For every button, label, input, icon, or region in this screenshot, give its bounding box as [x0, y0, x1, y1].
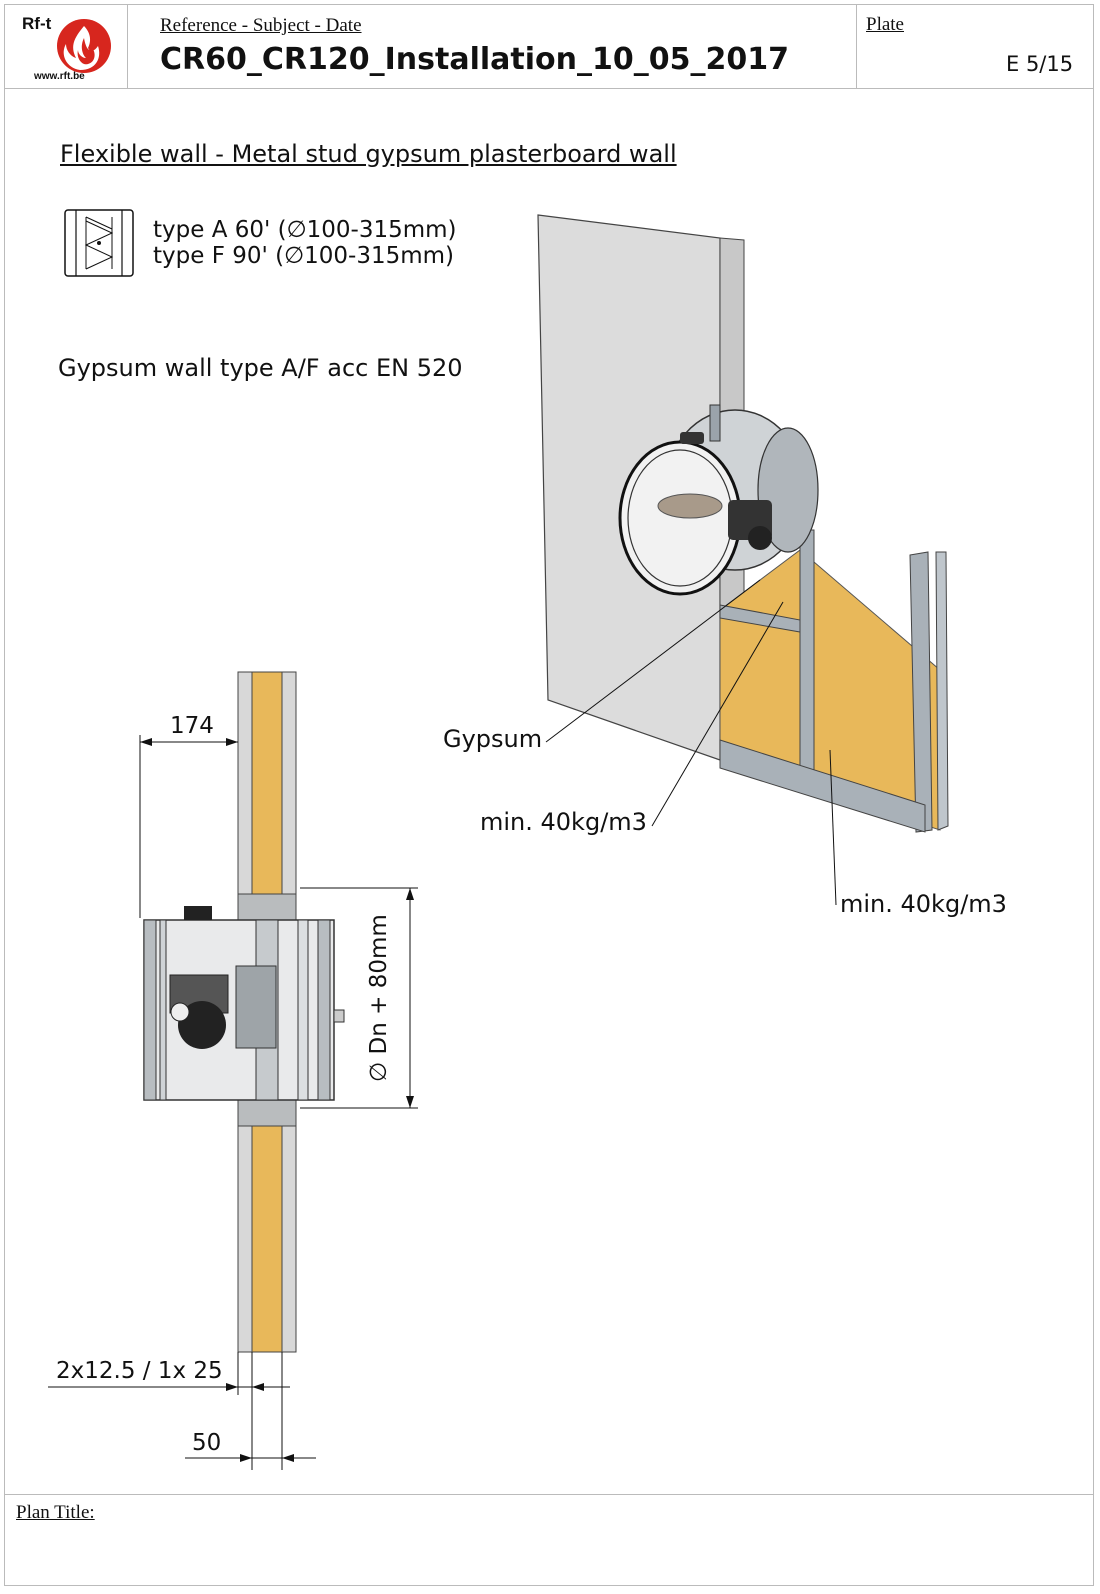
isometric-view	[530, 200, 970, 850]
label-gypsum: Gypsum	[443, 725, 543, 753]
page-frame	[4, 4, 1094, 1586]
header-logo-divider	[127, 4, 128, 88]
dim-174: 174	[170, 713, 214, 739]
header-divider	[4, 88, 1094, 89]
label-density-1: min. 40kg/m3	[480, 808, 647, 836]
type-a-label: type A 60' (∅100-315mm)	[153, 217, 457, 243]
section-title: Flexible wall - Metal stud gypsum plaste…	[60, 140, 677, 168]
plate-number: E 5/15	[1006, 52, 1074, 76]
footer-divider	[4, 1494, 1094, 1495]
logo-brand: Rf-t	[22, 14, 52, 33]
plate-label: Plate	[866, 14, 904, 35]
flame-logo-icon	[57, 19, 111, 73]
damper-type-icon	[64, 209, 134, 283]
reference-label: Reference - Subject - Date	[160, 15, 362, 36]
type-f-label: type F 90' (∅100-315mm)	[153, 243, 455, 269]
dim-50: 50	[192, 1430, 222, 1456]
logo-url: www.rft.be	[34, 71, 85, 82]
document-title: CR60_CR120_Installation_10_05_2017	[160, 42, 789, 77]
header-plate-divider	[856, 4, 857, 88]
company-logo: Rf-t www.rft.be	[14, 8, 114, 86]
wall-spec: Gypsum wall type A/F acc EN 520	[58, 354, 463, 382]
label-density-2: min. 40kg/m3	[840, 890, 1007, 918]
plan-title-label: Plan Title:	[16, 1502, 95, 1523]
dim-diameter: ∅ Dn + 80mm	[366, 914, 392, 1082]
dim-boards: 2x12.5 / 1x 25	[56, 1358, 223, 1384]
